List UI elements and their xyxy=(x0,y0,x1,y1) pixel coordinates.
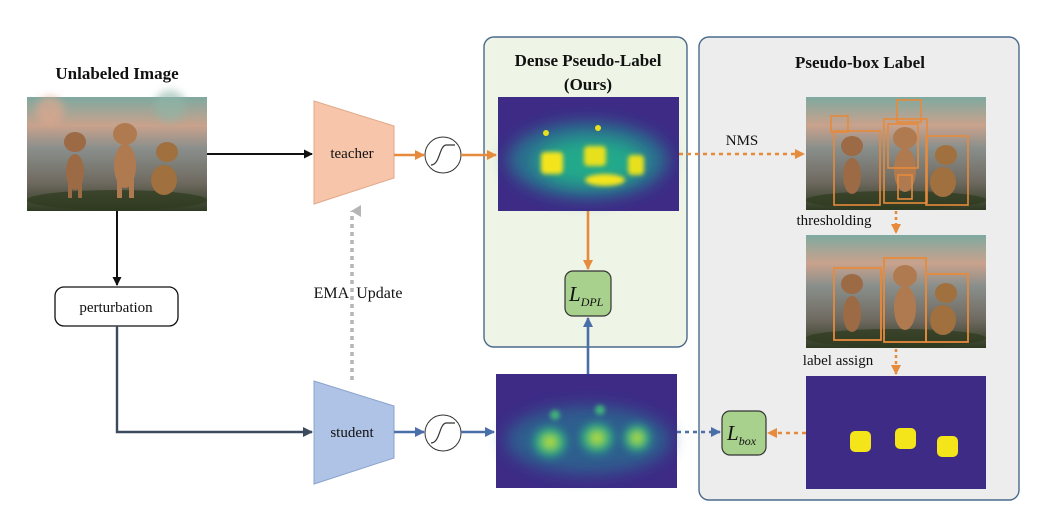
teacher-label: teacher xyxy=(330,146,373,162)
nms-boxes-image xyxy=(806,97,986,210)
loss-box-symbol: L xyxy=(726,421,739,445)
loss-dpl-symbol: L xyxy=(568,282,581,306)
arrow-perturbation-to-student xyxy=(115,326,313,437)
teacher-network xyxy=(313,100,395,205)
puppy-shape-middle xyxy=(113,123,137,198)
loss-dpl-subscript: DPL xyxy=(580,295,604,309)
unlabeled-image-photo xyxy=(27,90,207,211)
loss-box-node: Lbox xyxy=(721,410,767,456)
loss-box-subscript: box xyxy=(739,434,757,448)
puppy-shape-left xyxy=(64,132,86,198)
student-label: student xyxy=(330,425,374,441)
svg-text:LDPL: LDPL xyxy=(568,282,604,309)
loss-dpl-node: LDPL xyxy=(564,270,612,317)
nms-label: NMS xyxy=(726,133,759,149)
thresholding-label: thresholding xyxy=(797,213,872,229)
ema-update-label: EMA Update xyxy=(314,285,403,302)
student-network xyxy=(313,380,395,485)
pseudo-box-label-title: Pseudo-box Label xyxy=(795,53,925,72)
sigmoid-icon-student xyxy=(424,414,462,452)
puppy-shape-right xyxy=(151,142,178,195)
unlabeled-image-title: Unlabeled Image xyxy=(55,64,179,83)
box-label-map xyxy=(806,376,986,489)
teacher-heatmap xyxy=(498,97,679,211)
student-heatmap xyxy=(496,374,677,488)
dense-pseudo-label-title: Dense Pseudo-Label xyxy=(515,51,662,70)
label-assign-label: label assign xyxy=(803,353,874,369)
svg-text:Lbox: Lbox xyxy=(726,421,757,448)
dense-pseudo-label-subtitle: (Ours) xyxy=(564,75,612,94)
sigmoid-icon-teacher xyxy=(424,136,462,174)
perturbation-label: perturbation xyxy=(79,300,153,316)
thresholded-boxes-image xyxy=(806,235,986,348)
